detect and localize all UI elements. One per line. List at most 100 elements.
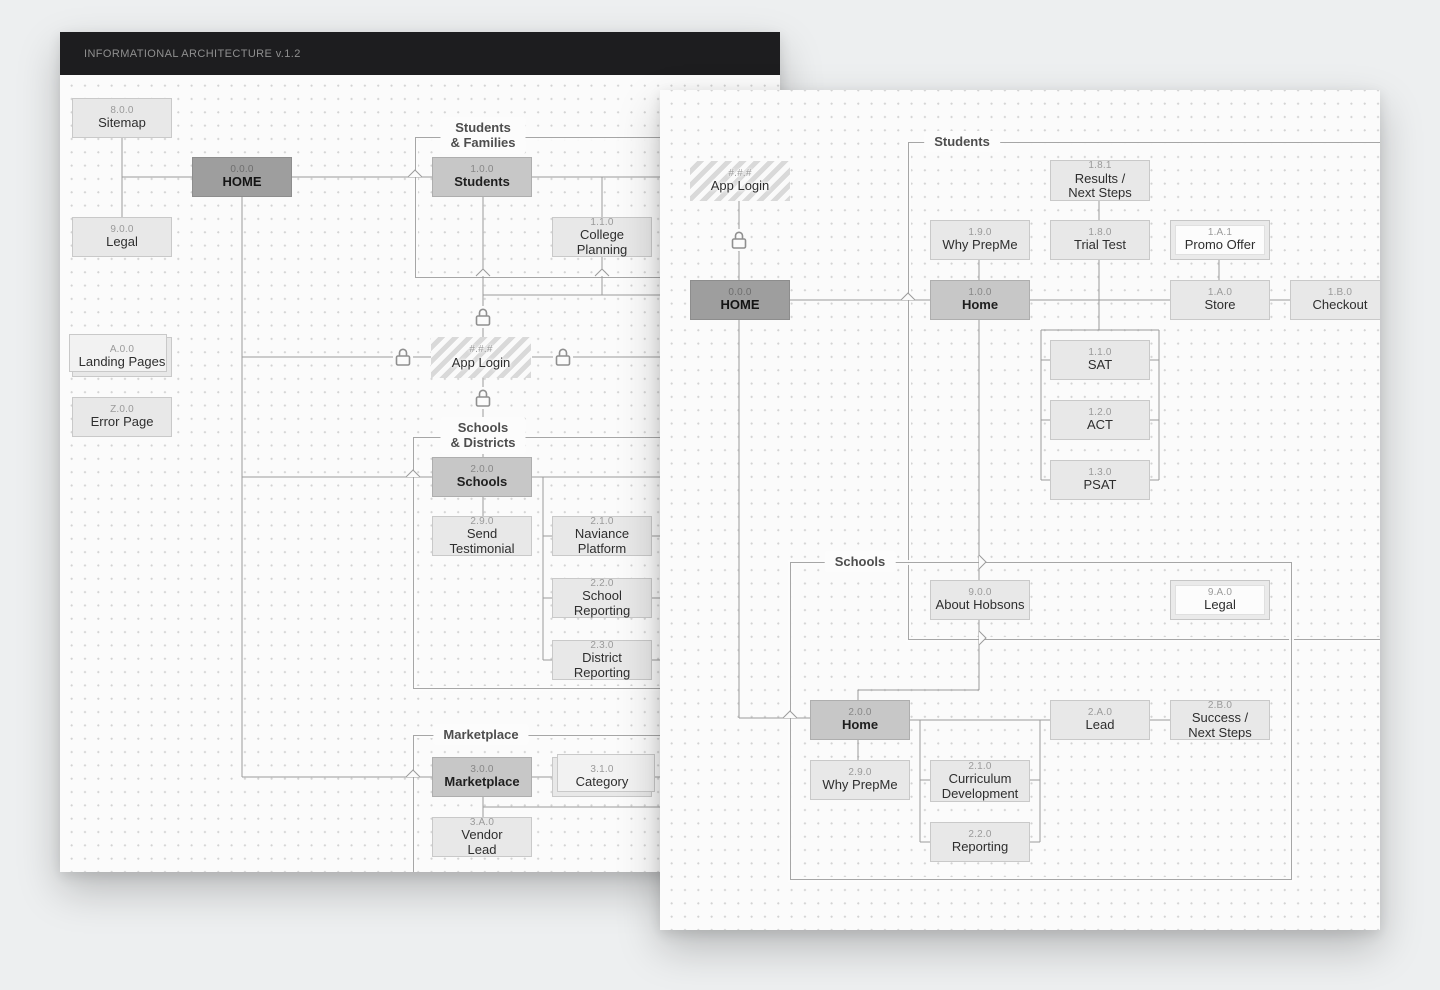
node-college-planning[interactable]: 1.1.0 College Planning	[552, 217, 652, 257]
node-students-home[interactable]: 1.0.0 Home	[930, 280, 1030, 320]
node-schools-why-prepme[interactable]: 2.9.0 Why PrepMe	[810, 760, 910, 800]
node-number: 1.0.0	[968, 286, 992, 298]
group-schools	[790, 562, 1292, 880]
node-label: District Reporting	[573, 650, 631, 680]
node-send-testimonial[interactable]: 2.9.0 Send Testimonial	[432, 516, 532, 556]
node-number: 2.1.0	[590, 515, 614, 527]
node-label: HOME	[720, 297, 760, 313]
node-legal[interactable]: 9.A.0 Legal	[1170, 580, 1270, 620]
node-number: 2.1.0	[968, 760, 992, 772]
node-number: 0.0.0	[728, 286, 752, 298]
node-number: 1.3.0	[1088, 466, 1112, 478]
node-label: Sitemap	[98, 115, 146, 131]
node-home[interactable]: 0.0.0 HOME	[690, 280, 790, 320]
node-category[interactable]: 3.1.0 Category	[552, 754, 655, 797]
crossing-break-marks	[782, 292, 987, 719]
group-label-schools-districts: Schools & Districts	[440, 417, 526, 454]
node-label: Category	[575, 774, 629, 790]
node-label: SAT	[1087, 357, 1113, 373]
node-label: Students	[454, 174, 510, 190]
node-district-reporting[interactable]: 2.3.0 District Reporting	[552, 640, 652, 680]
panel-title: INFORMATIONAL ARCHITECTURE v.1.2	[84, 47, 301, 60]
node-label: Why PrepMe	[822, 777, 898, 793]
node-number: 9.0.0	[968, 586, 992, 598]
node-vendor-lead[interactable]: 3.A.0 Vendor Lead	[432, 817, 532, 857]
node-number: 1.B.0	[1327, 286, 1353, 298]
node-number: 1.1.0	[1088, 346, 1112, 358]
node-number: 1.0.0	[470, 163, 494, 175]
node-schools-home[interactable]: 2.0.0 Home	[810, 700, 910, 740]
node-number: 3.A.0	[469, 816, 495, 828]
node-landing-pages[interactable]: A.0.0 Landing Pages	[69, 334, 172, 377]
node-label: Naviance Platform	[574, 526, 630, 556]
lock-icon	[729, 229, 749, 251]
group-label-students: Students	[924, 131, 1000, 153]
node-number: #.#.#	[728, 167, 752, 179]
node-results-next-steps[interactable]: 1.8.1 Results / Next Steps	[1050, 160, 1150, 201]
node-sat[interactable]: 1.1.0 SAT	[1050, 340, 1150, 380]
node-number: 2.B.0	[1207, 699, 1233, 711]
node-label: Success / Next Steps	[1188, 710, 1252, 740]
node-label: HOME	[222, 174, 262, 190]
node-marketplace[interactable]: 3.0.0 Marketplace	[432, 757, 532, 797]
node-label: Landing Pages	[78, 354, 166, 370]
node-success-next-steps[interactable]: 2.B.0 Success / Next Steps	[1170, 700, 1270, 740]
node-label: Store	[1204, 297, 1236, 313]
node-store[interactable]: 1.A.0 Store	[1170, 280, 1270, 320]
node-lead[interactable]: 2.A.0 Lead	[1050, 700, 1150, 740]
node-naviance-platform[interactable]: 2.1.0 Naviance Platform	[552, 516, 652, 556]
node-why-prepme[interactable]: 1.9.0 Why PrepMe	[930, 220, 1030, 260]
node-number: 1.2.0	[1088, 406, 1112, 418]
node-label: Legal	[1204, 597, 1236, 613]
node-label: Legal	[106, 234, 138, 250]
node-number: 2.9.0	[470, 515, 494, 527]
node-label: Send Testimonial	[449, 526, 515, 556]
group-students-families	[415, 137, 780, 278]
node-number: 2.2.0	[590, 577, 614, 589]
node-label: Vendor Lead	[461, 827, 503, 857]
node-label: Curriculum Development	[941, 771, 1019, 801]
node-number: 0.0.0	[230, 163, 254, 175]
node-act[interactable]: 1.2.0 ACT	[1050, 400, 1150, 440]
node-trial-test[interactable]: 1.8.0 Trial Test	[1050, 220, 1150, 260]
node-about-hobsons[interactable]: 9.0.0 About Hobsons	[930, 580, 1030, 620]
node-number: 3.0.0	[470, 763, 494, 775]
node-reporting[interactable]: 2.2.0 Reporting	[930, 822, 1030, 862]
node-label: Lead	[1085, 717, 1115, 733]
node-schools[interactable]: 2.0.0 Schools	[432, 457, 532, 497]
node-school-reporting[interactable]: 2.2.0 School Reporting	[552, 578, 652, 618]
node-number: 2.3.0	[590, 639, 614, 651]
node-curriculum-development[interactable]: 2.1.0 Curriculum Development	[930, 760, 1030, 802]
node-label: Marketplace	[444, 774, 520, 790]
node-number: 1.8.1	[1088, 160, 1112, 172]
node-number: 8.0.0	[110, 104, 134, 116]
node-number: 1.9.0	[968, 226, 992, 238]
node-number: A.0.0	[109, 343, 135, 355]
node-legal[interactable]: 9.0.0 Legal	[72, 217, 172, 257]
node-promo-offer[interactable]: 1.A.1 Promo Offer	[1170, 220, 1270, 260]
node-number: 1.1.0	[590, 216, 614, 228]
node-app-login[interactable]: #.#.# App Login	[690, 161, 790, 201]
node-label: About Hobsons	[935, 597, 1025, 613]
node-number: 1.A.0	[1207, 286, 1233, 298]
node-checkout[interactable]: 1.B.0 Checkout	[1290, 280, 1380, 320]
node-students[interactable]: 1.0.0 Students	[432, 157, 532, 197]
node-psat[interactable]: 1.3.0 PSAT	[1050, 460, 1150, 500]
node-number: 2.2.0	[968, 828, 992, 840]
lock-icon	[553, 346, 573, 368]
node-label: Error Page	[90, 414, 154, 430]
node-number: 3.1.0	[590, 763, 614, 775]
node-label: App Login	[710, 178, 770, 194]
node-label: Reporting	[951, 839, 1009, 855]
group-label-marketplace: Marketplace	[433, 724, 529, 746]
node-app-login[interactable]: #.#.# App Login	[431, 337, 531, 378]
node-label: PSAT	[1083, 477, 1117, 493]
group-marketplace	[413, 735, 780, 872]
node-error-page[interactable]: Z.0.0 Error Page	[72, 397, 172, 437]
group-students	[908, 142, 1380, 640]
node-home[interactable]: 0.0.0 HOME	[192, 157, 292, 197]
node-sitemap[interactable]: 8.0.0 Sitemap	[72, 98, 172, 138]
node-label: Home	[961, 297, 999, 313]
node-label: ACT	[1087, 417, 1113, 433]
lock-icon	[473, 306, 493, 328]
